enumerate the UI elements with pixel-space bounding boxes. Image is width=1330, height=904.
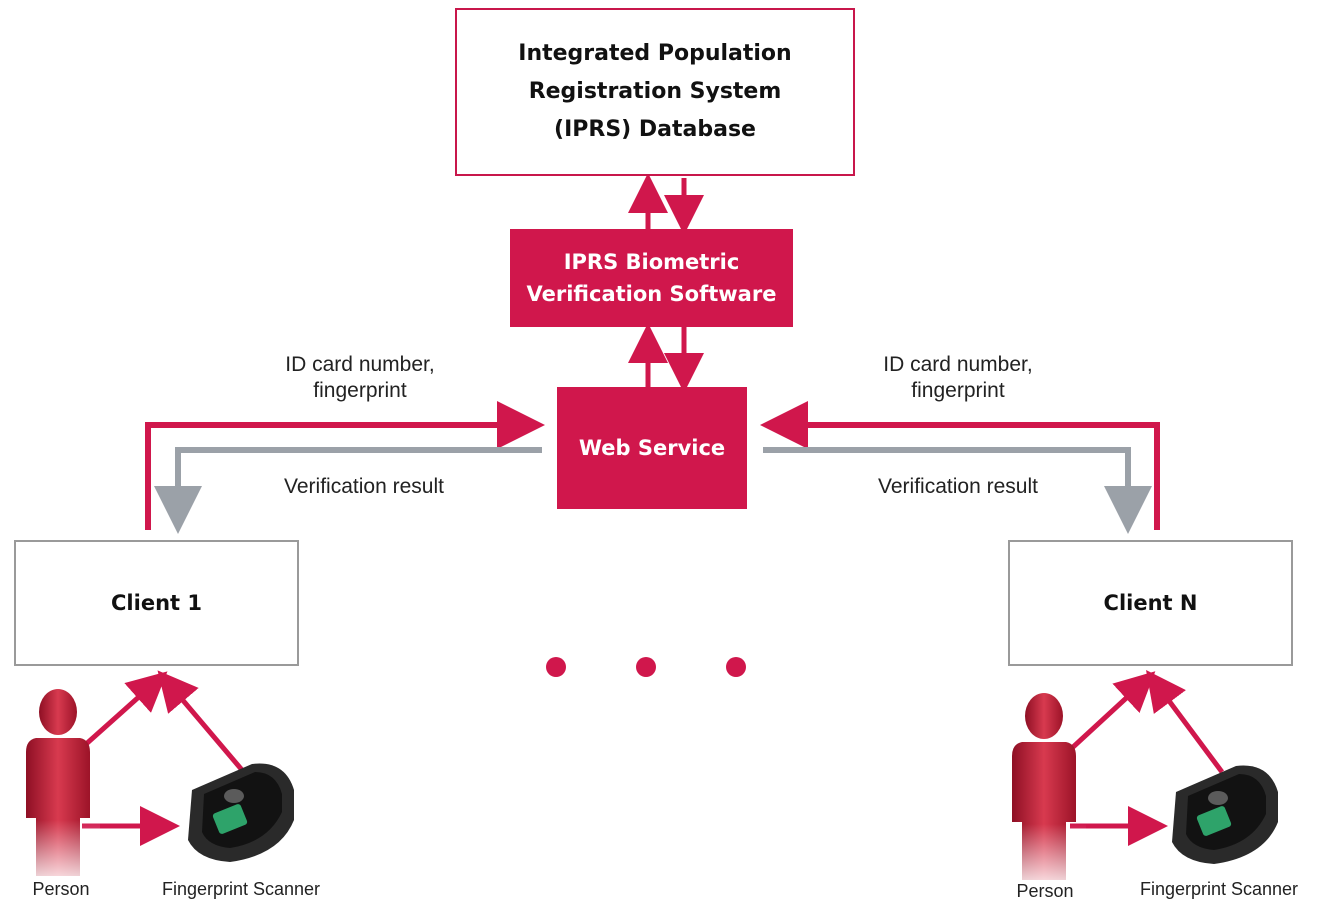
arrow-scanner-to-clientn [1146, 669, 1225, 774]
client-1-node: Client 1 [14, 540, 299, 666]
person-left-icon [20, 689, 100, 880]
client-n-label: Client N [1103, 591, 1198, 615]
person-right-icon [1006, 693, 1086, 884]
iprs-database-label: Integrated Population Registration Syste… [518, 41, 792, 142]
client-1-label: Client 1 [111, 591, 202, 615]
request-label-left: ID card number, fingerprint [285, 353, 435, 402]
arrow-clientn-result [763, 447, 1152, 534]
web-service-label: Web Service [578, 436, 726, 460]
iprs-database-node: Integrated Population Registration Syste… [455, 8, 855, 176]
web-service-node: Web Service [557, 387, 747, 509]
scanner-left-label: Fingerprint Scanner [161, 879, 321, 899]
arrow-client1-result [154, 447, 542, 534]
scanner-right-label: Fingerprint Scanner [1139, 879, 1299, 899]
person-left-label: Person [32, 879, 90, 899]
ellipsis-dot [546, 657, 566, 677]
arrow-clientn-request [760, 401, 1160, 530]
ellipsis-dot [726, 657, 746, 677]
fingerprint-scanner-right-icon [1172, 765, 1278, 864]
result-label-left: Verification result [284, 475, 444, 498]
request-label-right: ID card number, fingerprint [883, 353, 1033, 402]
result-label-right: Verification result [878, 475, 1038, 498]
person-right-label: Person [1016, 881, 1074, 901]
fingerprint-scanner-left-icon [188, 763, 294, 862]
biometric-software-label: IPRS Biometric Verification Software [526, 250, 777, 306]
ellipsis-dot [636, 657, 656, 677]
arrow-scanner-to-client1 [157, 670, 244, 772]
arrow-person-to-client1 [83, 671, 168, 747]
client-n-node: Client N [1008, 540, 1293, 666]
biometric-software-node: IPRS Biometric Verification Software [510, 229, 793, 327]
arrow-person-to-clientn [1070, 671, 1156, 750]
arrow-client1-request [145, 401, 545, 530]
